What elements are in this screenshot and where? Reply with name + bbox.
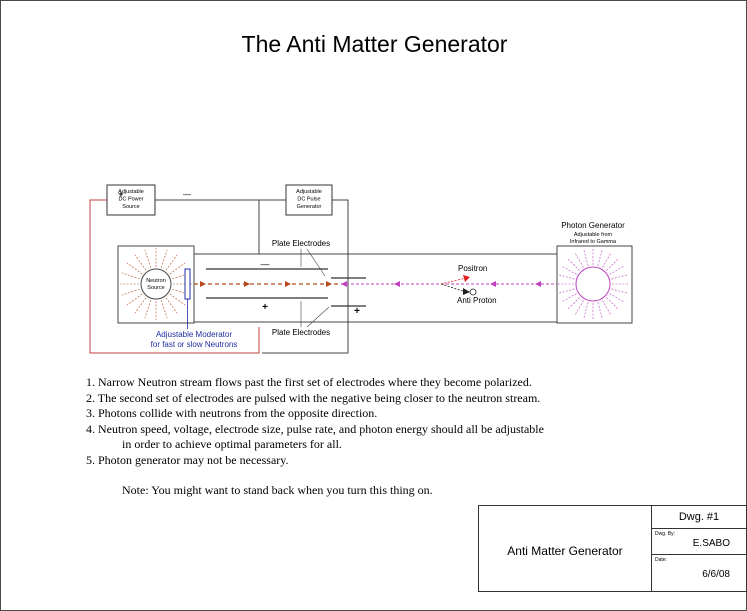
ray-line [126, 293, 143, 306]
ray-line [134, 297, 147, 314]
note-item: 1. Narrow Neutron stream flows past the … [86, 375, 532, 389]
neutron-source-line-1: Neutron [146, 278, 166, 284]
photon-generator-title: Photon Generator [561, 221, 625, 230]
ray-line [126, 262, 143, 275]
ray-line [144, 249, 152, 268]
electrode-plates [206, 268, 366, 307]
anti-proton-arrow [463, 288, 470, 295]
title-block-author-cell: Dwg. By: E.SABO [652, 529, 746, 555]
title-block-date-cell: Date: 6/6/08 [652, 555, 746, 591]
dwg-by-value: E.SABO [692, 538, 730, 549]
note-item: 2. The second set of electrodes are puls… [86, 390, 541, 405]
ray-line [169, 262, 186, 275]
title-block-name-cell: Anti Matter Generator [479, 506, 652, 591]
ray-line [121, 288, 140, 296]
pulse-generator-line-1: Adjustable [296, 189, 322, 195]
drawing-number: Dwg. #1 [678, 511, 720, 523]
beam-tube [194, 253, 557, 323]
neutron-rays [120, 248, 192, 320]
electrode-bottom-sign: + [262, 302, 268, 313]
ray-line [121, 272, 140, 280]
black-wires [155, 199, 349, 354]
neutron-source-core [140, 268, 172, 300]
note-item: in order to achieve optimal parameters f… [122, 437, 342, 451]
power-source-box [106, 184, 156, 216]
schematic-diagram: Adjustable DC Power Source + — Adjustabl… [89, 184, 633, 354]
ray-line [602, 300, 612, 316]
title-block-dwg-cell: Dwg. #1 [652, 506, 746, 529]
anti-proton-path [440, 283, 467, 293]
neutron-beam-arrows [200, 281, 332, 287]
ray-line [144, 300, 152, 319]
note-item: 3. Photons collide with neutrons from th… [86, 406, 378, 420]
title-block-name: Anti Matter Generator [507, 544, 623, 558]
red-wire [89, 199, 260, 354]
bottom-right-sign: + [354, 306, 360, 317]
moderator-plate [184, 268, 191, 300]
ray-line [609, 293, 625, 303]
power-plus-sign: + [118, 189, 123, 199]
plate-leaders [300, 248, 330, 328]
anti-proton-marker [469, 288, 477, 296]
power-source-line-1: Adjustable [118, 189, 144, 195]
ray-line [165, 254, 178, 271]
ray-line [561, 265, 577, 275]
ray-line [574, 300, 584, 316]
moderator-label-line-1: Adjustable Moderator [156, 330, 232, 339]
ray-line [160, 249, 168, 268]
ray-line [567, 297, 580, 310]
ray-line [169, 293, 186, 306]
neutron-source-line-2: Source [147, 285, 164, 291]
power-minus-sign: — [183, 190, 191, 199]
pulse-generator-line-2: DC Pulse [297, 197, 320, 203]
page-title: The Anti Matter Generator [241, 31, 508, 57]
power-source-line-2: DC Power [118, 197, 143, 203]
date-value: 6/6/08 [702, 569, 730, 580]
photon-beam-arrows [341, 281, 541, 287]
ray-line [611, 274, 628, 280]
dwg-by-label: Dwg. By: [655, 531, 676, 537]
power-source-line-3: Source [122, 204, 139, 210]
ray-line [574, 252, 584, 268]
ray-line [583, 249, 589, 266]
warning-note: Note: You might want to stand back when … [122, 483, 433, 497]
electrode-top-sign: — [261, 259, 270, 269]
ray-line [611, 288, 628, 294]
ray-line [602, 252, 612, 268]
ray-line [597, 249, 603, 266]
ray-line [606, 297, 619, 310]
ray-line [567, 258, 580, 271]
date-label: Date: [655, 557, 667, 563]
anti-proton-label: Anti Proton [457, 296, 497, 305]
ray-line [561, 293, 577, 303]
moderator-label-line-2: for fast or slow Neutrons [151, 340, 238, 349]
ray-line [134, 254, 147, 271]
plate-electrodes-bottom-label: Plate Electrodes [272, 328, 330, 337]
ray-line [165, 297, 178, 314]
ray-line [558, 288, 575, 294]
ray-line [597, 302, 603, 319]
ray-line [583, 302, 589, 319]
note-item: 5. Photon generator may not be necessary… [86, 452, 289, 467]
title-block: Anti Matter Generator Dwg. #1 Dwg. By: E… [478, 505, 747, 592]
positron-label: Positron [458, 264, 487, 273]
photon-generator-sub-2: Infrared to Gamma [570, 239, 617, 245]
ray-line [606, 258, 619, 271]
pulse-generator-line-3: Generator [297, 204, 322, 210]
ray-line [160, 300, 168, 319]
photon-generator-core [575, 266, 611, 302]
positron-marker [463, 275, 470, 282]
plate-electrodes-top-label: Plate Electrodes [272, 239, 330, 248]
positron-path [440, 277, 467, 285]
ray-line [609, 265, 625, 275]
photon-generator-sub-1: Adjustable from [574, 232, 613, 238]
photon-rays [557, 248, 629, 320]
notes-list: 1. Narrow Neutron stream flows past the … [86, 375, 544, 499]
note-item: 4. Neutron speed, voltage, electrode siz… [86, 421, 544, 436]
ray-line [558, 274, 575, 280]
